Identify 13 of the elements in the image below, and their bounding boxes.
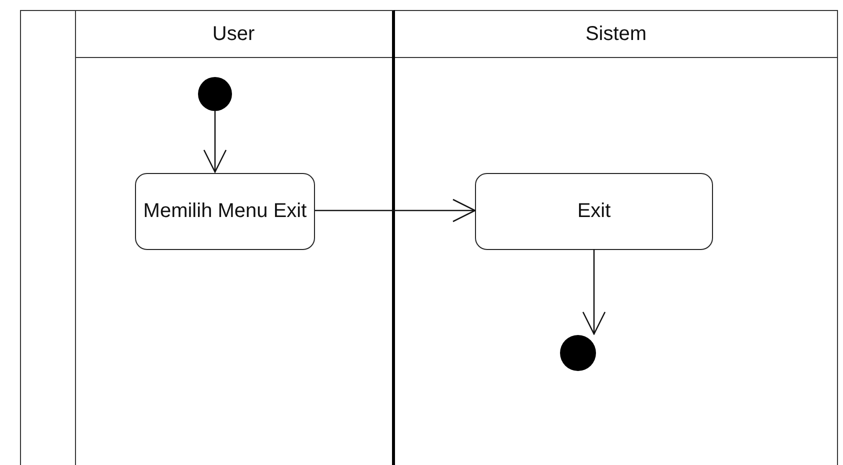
node-circle xyxy=(560,335,596,371)
activity-box xyxy=(135,173,315,250)
node-circle xyxy=(198,77,232,111)
arrow xyxy=(315,198,476,222)
arrow xyxy=(582,249,606,335)
activity-label: Exit xyxy=(577,199,611,224)
activity-box xyxy=(475,173,713,250)
swimlane xyxy=(395,10,838,465)
lane-title: Sistem xyxy=(585,22,647,46)
activity-label: Memilih Menu Exit xyxy=(143,199,307,224)
swimlane xyxy=(75,10,395,465)
arrow xyxy=(203,110,227,173)
lane-title: User xyxy=(212,22,255,46)
